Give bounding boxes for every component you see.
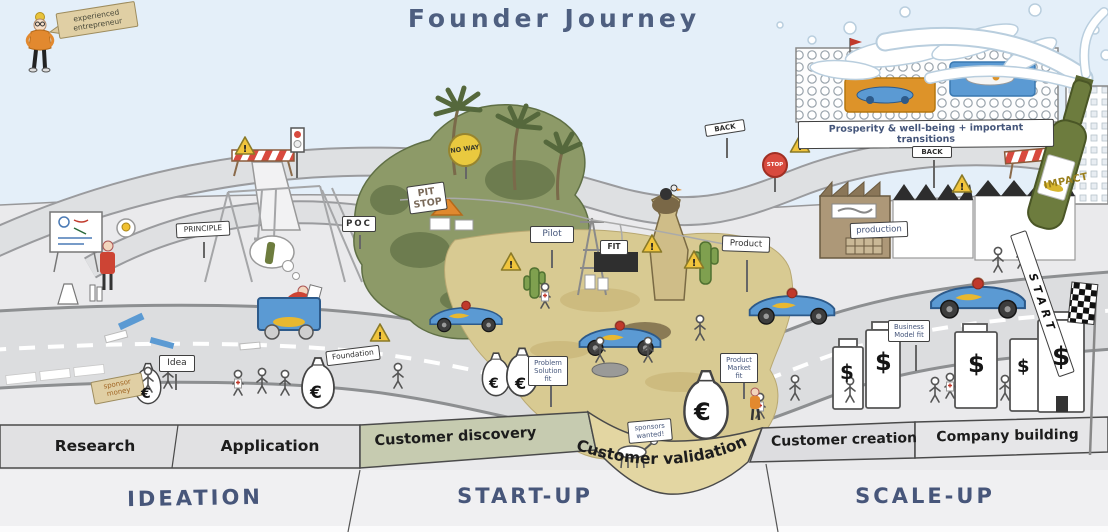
sign-back-right: BACK	[912, 146, 952, 159]
sign-fit: FIT	[600, 240, 628, 255]
sign-principle: PRINCIPLE	[175, 220, 231, 239]
warning-icon: !	[243, 144, 248, 155]
stage-scale-up: SCALE-UP	[855, 484, 995, 508]
traffic-light	[290, 127, 305, 178]
phase-strip	[0, 410, 1108, 532]
warning-icon: !	[692, 258, 697, 269]
soapbox-cart	[249, 235, 323, 340]
sign-idea: Idea	[159, 355, 195, 372]
sign-business-model-fit: Business Model fit	[888, 320, 930, 343]
sign-problem-solution-fit: Problem Solution fit	[528, 356, 568, 387]
stage-ideation: IDEATION	[126, 484, 264, 512]
phase-research: Research	[54, 437, 136, 455]
warning-icon: !	[378, 331, 383, 342]
euro-symbol: €	[489, 376, 499, 392]
stage-start-up: START-UP	[457, 484, 593, 508]
euro-symbol: €	[694, 398, 711, 426]
lab-flask	[57, 283, 79, 305]
sign-poc: POC	[342, 216, 376, 233]
warning-icon: !	[509, 260, 514, 271]
euro-symbol: €	[141, 386, 151, 402]
sign-product: Product	[721, 235, 771, 253]
sign-pilot: Pilot	[530, 226, 574, 243]
research-whiteboard	[49, 211, 103, 273]
dollar-towers	[832, 311, 1085, 413]
dollar-symbol: $	[1017, 356, 1030, 377]
dollar-symbol: $	[840, 360, 854, 384]
euro-symbol: €	[310, 383, 322, 403]
vulture-rock	[649, 184, 689, 301]
crosswalk	[5, 364, 105, 385]
barricade-left	[231, 149, 295, 177]
dollar-symbol: $	[968, 350, 985, 378]
factory	[818, 180, 891, 259]
dollar-symbol: $	[1052, 342, 1071, 372]
warning-icon: !	[960, 182, 965, 193]
sign-stop: STOP	[762, 152, 788, 178]
sign-product-market-fit: Product Market fit	[720, 353, 758, 384]
pool-left	[844, 77, 936, 113]
euro-symbol: €	[515, 374, 527, 393]
researcher-figure	[100, 240, 115, 290]
phase-company-building: Company building	[936, 426, 1079, 446]
pit-wall	[594, 252, 638, 272]
palm-fronds	[433, 85, 583, 155]
checkered-flag	[1067, 281, 1099, 456]
sign-posts	[175, 138, 935, 453]
orange-figure	[750, 387, 761, 421]
dollar-symbol: $	[875, 348, 892, 376]
phase-application: Application	[220, 437, 320, 455]
warning-icon: !	[650, 242, 655, 253]
sign-pit-stop: PIT STOP	[406, 181, 448, 215]
idea-bulb-bubble	[116, 218, 136, 238]
prosperity-banner: Prosperity & well-being + important tran…	[797, 118, 1055, 150]
sign-sponsors-wanted: sponsors wanted!	[627, 418, 673, 444]
champagne-bottle	[1027, 75, 1094, 230]
page-title: Founder Journey	[407, 4, 701, 33]
sign-production: production	[849, 220, 909, 240]
